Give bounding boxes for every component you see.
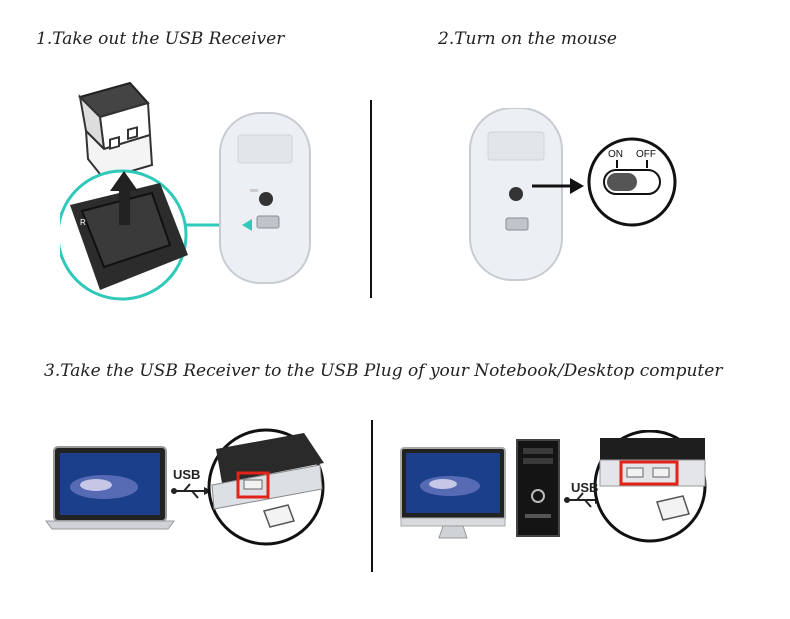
imac-icon <box>400 447 506 539</box>
desktop-tower-icon <box>516 439 560 537</box>
step-1-illustration: R <box>60 81 311 301</box>
switch-off-label: OFF <box>636 149 656 160</box>
mouse-bottom-icon <box>469 108 563 281</box>
svg-text:R: R <box>80 218 86 227</box>
usb-label-desktop: USB <box>571 480 599 495</box>
power-switch-callout <box>587 137 677 227</box>
bottom-divider <box>371 420 373 572</box>
step-3-title: 3.Take the USB Receiver to the USB Plug … <box>44 361 723 381</box>
usb-port-zoom <box>593 430 707 543</box>
step-3-desktop-illustration <box>400 430 707 543</box>
step-1-title: 1.Take out the USB Receiver <box>36 29 285 49</box>
usb-port-zoom <box>207 428 325 546</box>
top-divider <box>370 100 372 298</box>
up-arrow-icon <box>110 171 138 225</box>
usb-label-laptop: USB <box>173 467 201 482</box>
usb-receiver-icon <box>78 81 154 181</box>
mouse-bottom-icon <box>219 112 311 284</box>
pointer-arrow-icon <box>532 178 584 194</box>
step-2-illustration <box>469 108 677 281</box>
step-2-title: 2.Turn on the mouse <box>438 29 617 49</box>
laptop-icon <box>45 446 175 530</box>
zoom-circle: R <box>60 169 188 301</box>
step-3-laptop-illustration <box>45 428 325 546</box>
usb-symbol-icon <box>171 483 212 499</box>
switch-on-label: ON <box>608 149 623 160</box>
